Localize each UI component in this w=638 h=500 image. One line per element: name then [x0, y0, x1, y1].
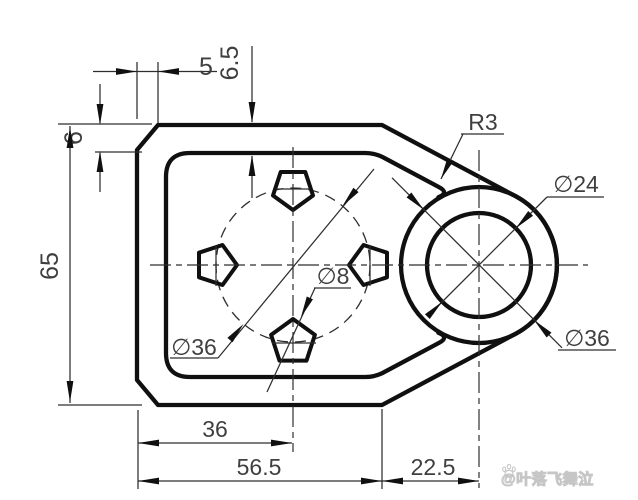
- arrowhead: [96, 151, 104, 172]
- arrowhead: [513, 210, 534, 231]
- arrowhead: [297, 296, 313, 319]
- arrowhead: [382, 477, 403, 485]
- watermark-handle: @叶落飞舞泣: [501, 470, 594, 488]
- dim-boss-offset: 22.5: [411, 454, 456, 480]
- arrowhead: [116, 68, 137, 75]
- dim-chamfer-height: 6: [60, 131, 88, 145]
- watermark: @叶落飞舞泣: [501, 463, 637, 493]
- dim-hole-diameter: ∅8: [317, 263, 350, 289]
- dim-body-length: 56.5: [237, 454, 282, 480]
- arrowhead: [271, 439, 292, 447]
- dim-chamfer-width: 5: [199, 53, 213, 81]
- baidu-paw-icon: [502, 463, 516, 478]
- dim-bolt-circle-diameter: ∅36: [171, 334, 217, 360]
- dim-center-offset: 36: [202, 416, 228, 442]
- dim-bore-diameter: ∅24: [553, 171, 599, 197]
- arrowhead: [531, 317, 552, 338]
- arrowhead: [227, 321, 247, 343]
- dim-fillet-radius: R3: [468, 109, 497, 135]
- arrowhead: [138, 477, 159, 485]
- arrowhead: [339, 187, 359, 209]
- arrowhead: [138, 439, 159, 447]
- arrowhead: [96, 104, 104, 125]
- arrowhead: [406, 192, 427, 213]
- dim-boss-diameter: ∅36: [564, 325, 610, 351]
- arrowhead: [158, 68, 179, 75]
- pentagon-hole-top: [271, 170, 315, 212]
- arrowhead: [458, 477, 479, 485]
- dim-wall-thickness: 6.5: [216, 46, 244, 81]
- arrowhead: [424, 299, 445, 320]
- dim-overall-height: 65: [36, 252, 64, 280]
- arrowhead: [361, 477, 382, 485]
- arrowhead: [248, 102, 256, 123]
- arrowhead: [66, 381, 74, 402]
- arrowhead: [248, 155, 256, 176]
- arrowhead: [437, 158, 454, 181]
